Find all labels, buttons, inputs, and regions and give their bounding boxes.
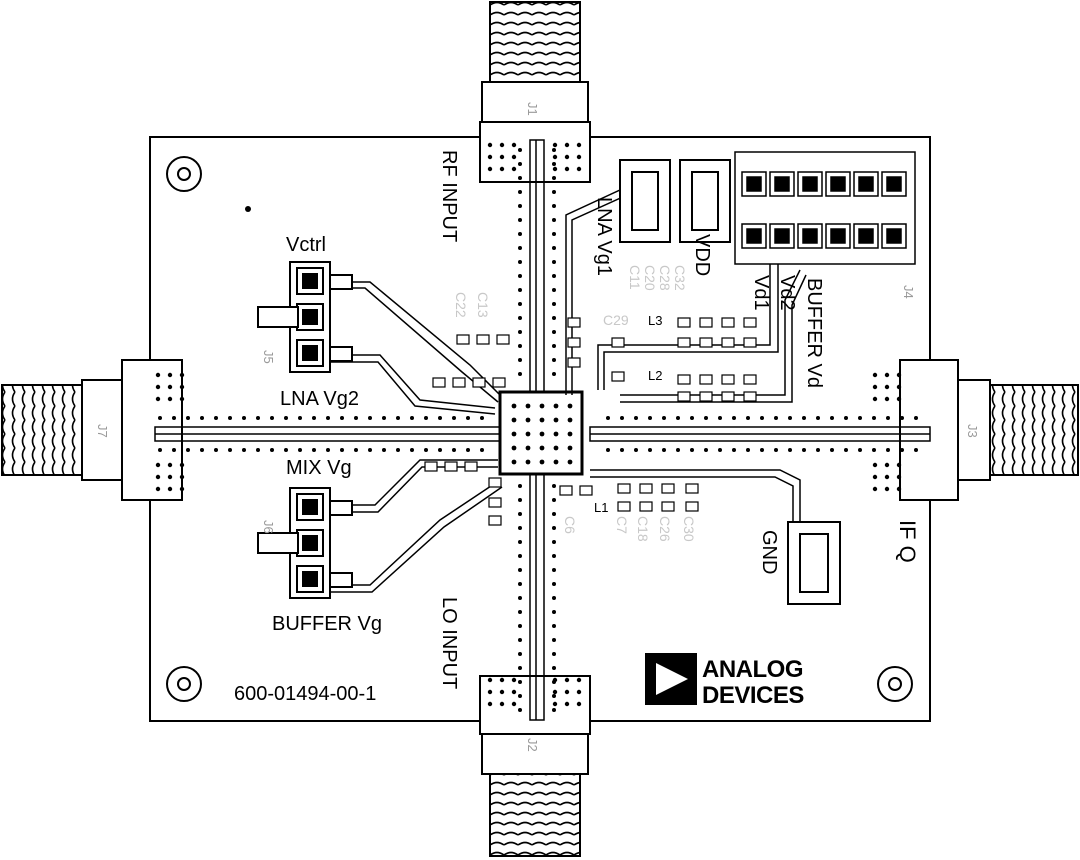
- silkscreen-labels: Vctrl LNA Vg2 MIX Vg BUFFER Vg RF INPUT …: [234, 150, 920, 705]
- ref-c13: C13: [475, 292, 491, 318]
- sma-connector-j2: J2: [479, 675, 591, 857]
- connector-label-j5: J5: [261, 350, 276, 364]
- label-rf-input: RF INPUT: [438, 150, 460, 242]
- label-lna-vg1: LNA Vg1: [593, 197, 615, 276]
- ref-c11: C11: [627, 265, 643, 290]
- label-mix-vg: MIX Vg: [286, 457, 352, 479]
- label-buffer-vd: BUFFER Vd: [803, 278, 825, 388]
- connector-label-j2: J2: [525, 738, 540, 752]
- sma-connector-j1: J1: [479, 1, 591, 183]
- fiducial: [245, 206, 251, 212]
- via-arrays: [155, 142, 918, 712]
- mounting-holes: [166, 156, 913, 702]
- ref-c26: C26: [657, 516, 673, 542]
- ref-c6: C6: [562, 516, 578, 534]
- reference-designators: C32 C28 C20 C11 C22 C13 C29 L3 L2 L1 C6 …: [453, 265, 697, 542]
- label-lna-vg2: LNA Vg2: [280, 388, 359, 410]
- sma-connector-j3: J3: [899, 359, 1079, 501]
- test-pads: [619, 159, 841, 605]
- ref-c29: C29: [603, 312, 629, 328]
- passive-components: [424, 317, 757, 526]
- header-j6: [257, 487, 353, 599]
- connector-label-j1: J1: [525, 102, 540, 116]
- connector-label-j6: J6: [261, 520, 276, 534]
- ref-c7: C7: [614, 516, 630, 534]
- header-j5: [257, 261, 353, 373]
- ref-l1: L1: [594, 500, 608, 515]
- header-j4: [734, 151, 916, 265]
- ic-package: [498, 390, 584, 476]
- ref-c22: C22: [453, 292, 469, 318]
- label-vd2: Vd2: [776, 275, 798, 311]
- logo-line2: DEVICES: [702, 682, 804, 709]
- connector-label-j4: J4: [901, 285, 916, 299]
- label-vctrl: Vctrl: [286, 234, 326, 256]
- logo-line1: ANALOG: [702, 656, 803, 683]
- label-vdd: VDD: [691, 234, 713, 276]
- ref-l3: L3: [648, 313, 662, 328]
- ref-c32: C32: [672, 265, 688, 291]
- label-gnd: GND: [758, 530, 780, 574]
- analog-devices-logo: ANALOG DEVICES: [645, 653, 805, 709]
- ref-c20: C20: [642, 265, 658, 291]
- connector-label-j7: J7: [95, 424, 110, 438]
- ref-c18: C18: [635, 516, 651, 542]
- ref-c30: C30: [681, 516, 697, 542]
- label-board-number: 600-01494-00-1: [234, 683, 376, 705]
- label-lo-input: LO INPUT: [438, 597, 460, 689]
- ref-l2: L2: [648, 368, 662, 383]
- label-if-q: IF Q: [895, 520, 920, 563]
- label-vd1: Vd1: [750, 275, 772, 311]
- connector-label-j3: J3: [965, 424, 980, 438]
- ref-c28: C28: [657, 265, 673, 291]
- label-buffer-vg: BUFFER Vg: [272, 613, 382, 635]
